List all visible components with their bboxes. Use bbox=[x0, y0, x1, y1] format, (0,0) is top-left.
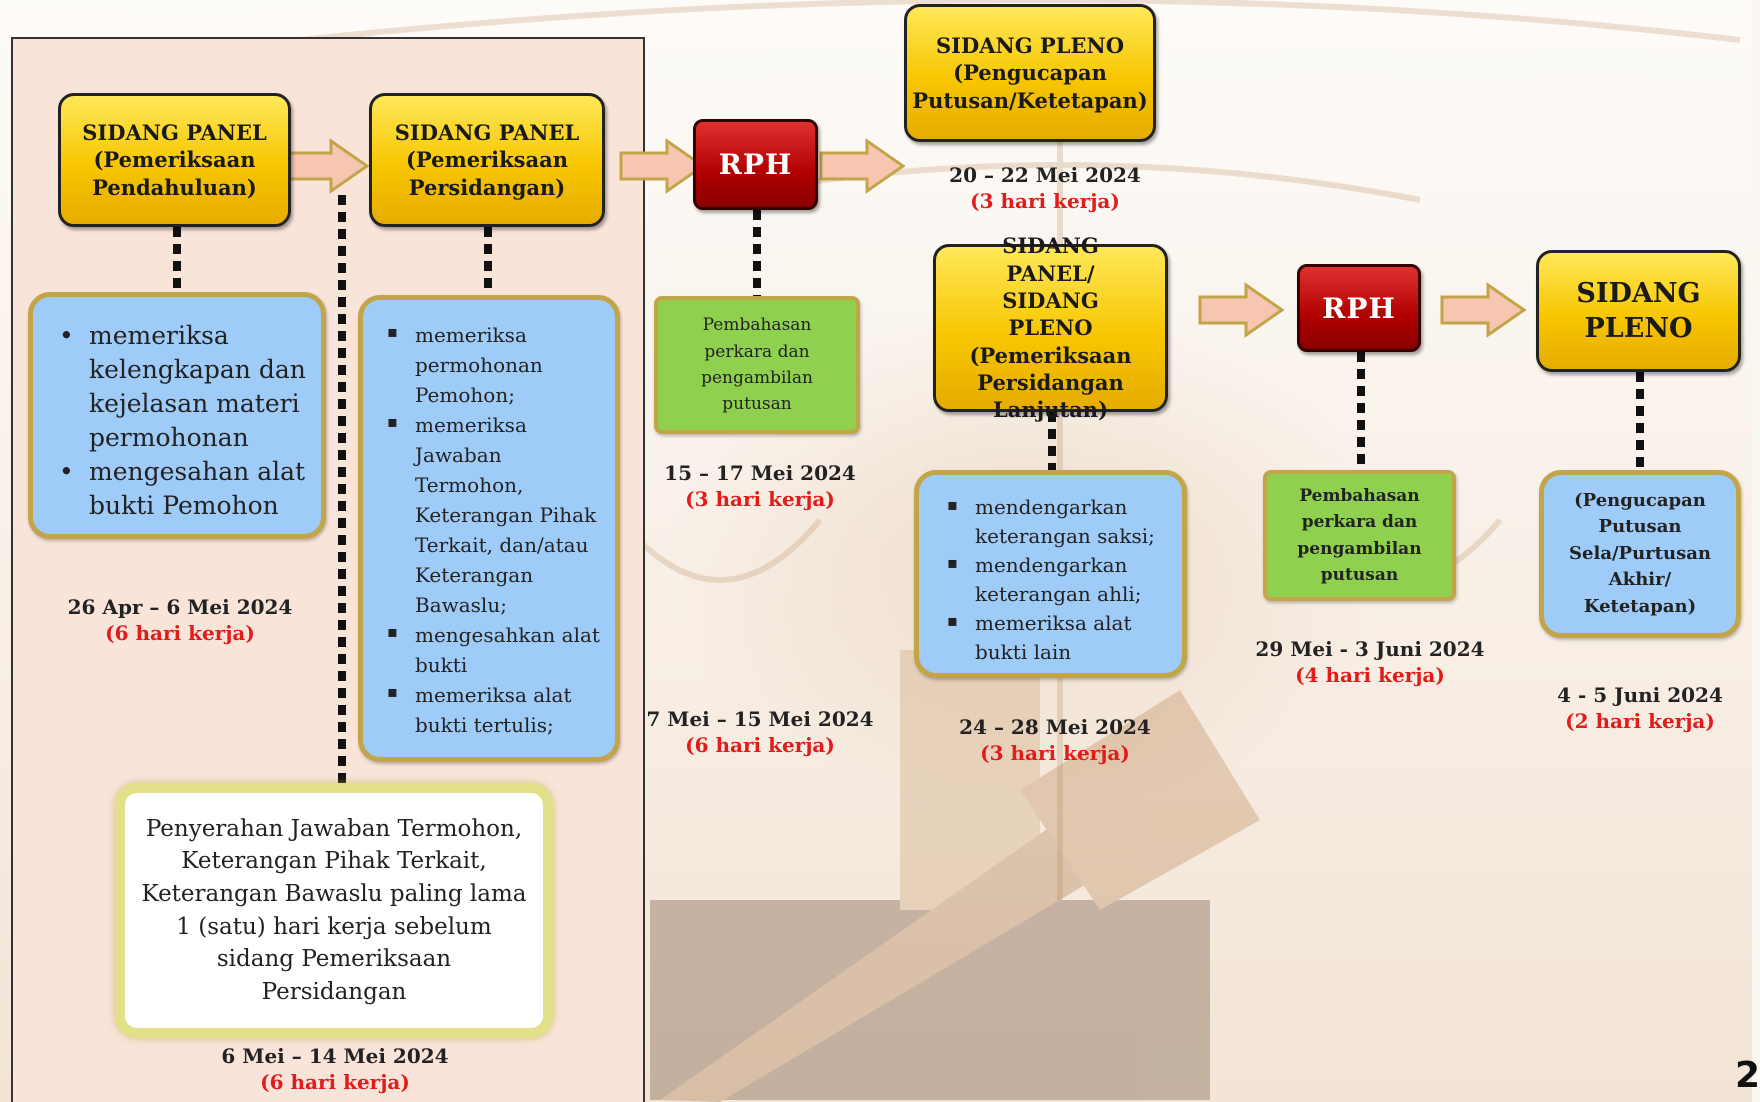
date-rph-1: 15 – 17 Mei 2024 (3 hari kerja) bbox=[640, 460, 880, 513]
working-days: (6 hari kerja) bbox=[105, 621, 255, 646]
working-days: (3 hari kerja) bbox=[970, 189, 1120, 214]
working-days: (6 hari kerja) bbox=[685, 733, 835, 758]
note-text: Penyerahan Jawaban Termohon, Keterangan … bbox=[141, 815, 527, 1005]
date-panel-preliminary: 26 Apr – 6 Mei 2024 (6 hari kerja) bbox=[40, 594, 320, 647]
stage-pleno-final: SIDANG PLENO bbox=[1536, 250, 1741, 372]
date-range: 26 Apr – 6 Mei 2024 bbox=[67, 595, 293, 619]
working-days: (3 hari kerja) bbox=[685, 487, 835, 512]
list-item: mengesahan alat bukti Pemohon bbox=[59, 455, 311, 523]
list-item: mendengarkan keterangan ahli; bbox=[947, 551, 1176, 609]
date-panel-continued: 24 – 28 Mei 2024 (3 hari kerja) bbox=[930, 714, 1180, 767]
list-item: memeriksa Jawaban Termohon, Keterangan P… bbox=[387, 410, 605, 620]
discussion-text: Pembahasan perkara dan pengambilan putus… bbox=[1297, 485, 1422, 585]
date-submission: 6 Mei – 14 Mei 2024 (6 hari kerja) bbox=[175, 1043, 495, 1096]
working-days: (4 hari kerja) bbox=[1295, 663, 1445, 688]
list-item: memeriksa permohonan Pemohon; bbox=[387, 320, 605, 410]
list-item: memeriksa alat bukti tertulis; bbox=[387, 680, 605, 740]
date-range: 4 - 5 Juni 2024 bbox=[1557, 683, 1723, 707]
description-list: memeriksa kelengkapan dan kejelasan mate… bbox=[59, 319, 311, 523]
description-pleno-final: (Pengucapan Putusan Sela/Purtusan Akhir/… bbox=[1539, 470, 1741, 638]
stage-title: SIDANG PANEL bbox=[82, 120, 267, 146]
date-range: 15 – 17 Mei 2024 bbox=[664, 461, 856, 485]
stage-subtitle: (Pengucapan Putusan/Ketetapan) bbox=[912, 60, 1148, 113]
arrow-right-icon bbox=[283, 138, 370, 194]
stage-title: RPH bbox=[1322, 291, 1396, 325]
date-pleno-final: 4 - 5 Juni 2024 (2 hari kerja) bbox=[1530, 682, 1750, 735]
date-range: 20 – 22 Mei 2024 bbox=[949, 163, 1141, 187]
date-rph-2: 29 Mei - 3 Juni 2024 (4 hari kerja) bbox=[1240, 636, 1500, 689]
stage-title: SIDANG PLENO bbox=[1576, 277, 1701, 344]
date-range: 24 – 28 Mei 2024 bbox=[959, 715, 1151, 739]
working-days: (6 hari kerja) bbox=[260, 1070, 410, 1095]
stage-rph-2: RPH bbox=[1297, 264, 1421, 352]
connector-panel2 bbox=[484, 227, 492, 295]
connector-panel3 bbox=[1048, 412, 1056, 470]
connector-rph1 bbox=[753, 210, 761, 296]
stage-panel-pleno-continued: SIDANG PANEL/ SIDANG PLENO (Pemeriksaan … bbox=[933, 233, 1168, 422]
stage-subtitle: (Pemeriksaan Pendahuluan) bbox=[92, 147, 257, 200]
stage-title: RPH bbox=[718, 148, 793, 181]
arrow-right-icon bbox=[1198, 282, 1285, 338]
page-number: 2 bbox=[1734, 1055, 1760, 1096]
connector-pleno2 bbox=[1636, 372, 1644, 470]
discussion-rph-2: Pembahasan perkara dan pengambilan putus… bbox=[1263, 470, 1456, 601]
date-pleno-verdict: 20 – 22 Mei 2024 (3 hari kerja) bbox=[920, 162, 1170, 215]
working-days: (2 hari kerja) bbox=[1565, 709, 1715, 734]
stage-title: SIDANG PANEL bbox=[394, 120, 580, 146]
list-item: mendengarkan keterangan saksi; bbox=[947, 493, 1176, 551]
stage-title: SIDANG PLENO bbox=[936, 33, 1124, 59]
discussion-rph-1: Pembahasan perkara dan pengambilan putus… bbox=[654, 296, 860, 434]
description-panel-hearing: memeriksa permohonan Pemohon; memeriksa … bbox=[358, 295, 620, 762]
date-range: 6 Mei – 14 Mei 2024 bbox=[221, 1044, 449, 1068]
stage-subtitle: (Pemeriksaan Persidangan Lanjutan) bbox=[969, 342, 1132, 423]
description-panel-preliminary: memeriksa kelengkapan dan kejelasan mate… bbox=[28, 292, 326, 539]
discussion-text: Pembahasan perkara dan pengambilan putus… bbox=[701, 315, 813, 415]
description-panel-continued: mendengarkan keterangan saksi; mendengar… bbox=[914, 470, 1187, 678]
stage-rph-1: RPH bbox=[693, 119, 818, 210]
connector-submission bbox=[338, 195, 346, 792]
stage-panel-preliminary: SIDANG PANEL (Pemeriksaan Pendahuluan) bbox=[58, 93, 291, 227]
description-list: memeriksa permohonan Pemohon; memeriksa … bbox=[387, 320, 605, 740]
date-range: 7 Mei – 15 Mei 2024 bbox=[646, 707, 874, 731]
list-item: mengesahkan alat bukti bbox=[387, 620, 605, 680]
arrow-right-icon bbox=[819, 138, 906, 194]
submission-note: Penyerahan Jawaban Termohon, Keterangan … bbox=[115, 783, 553, 1038]
stage-panel-hearing: SIDANG PANEL (Pemeriksaan Persidangan) bbox=[369, 93, 605, 227]
description-list: mendengarkan keterangan saksi; mendengar… bbox=[947, 493, 1176, 667]
list-item: memeriksa alat bukti lain bbox=[947, 609, 1176, 667]
date-range: 29 Mei - 3 Juni 2024 bbox=[1255, 637, 1485, 661]
arrow-right-icon bbox=[1440, 282, 1527, 338]
connector-panel1 bbox=[173, 227, 181, 292]
date-panel-hearing: 7 Mei – 15 Mei 2024 (6 hari kerja) bbox=[640, 706, 880, 759]
stage-title: SIDANG PANEL/ SIDANG PLENO bbox=[1002, 233, 1099, 341]
list-item: memeriksa kelengkapan dan kejelasan mate… bbox=[59, 319, 311, 455]
description-text: (Pengucapan Putusan Sela/Purtusan Akhir/… bbox=[1569, 489, 1711, 617]
stage-pleno-verdict: SIDANG PLENO (Pengucapan Putusan/Ketetap… bbox=[904, 4, 1156, 142]
arrow-right-icon bbox=[619, 138, 706, 194]
connector-rph2 bbox=[1357, 352, 1365, 470]
stage-subtitle: (Pemeriksaan Persidangan) bbox=[405, 147, 568, 200]
working-days: (3 hari kerja) bbox=[980, 741, 1130, 766]
